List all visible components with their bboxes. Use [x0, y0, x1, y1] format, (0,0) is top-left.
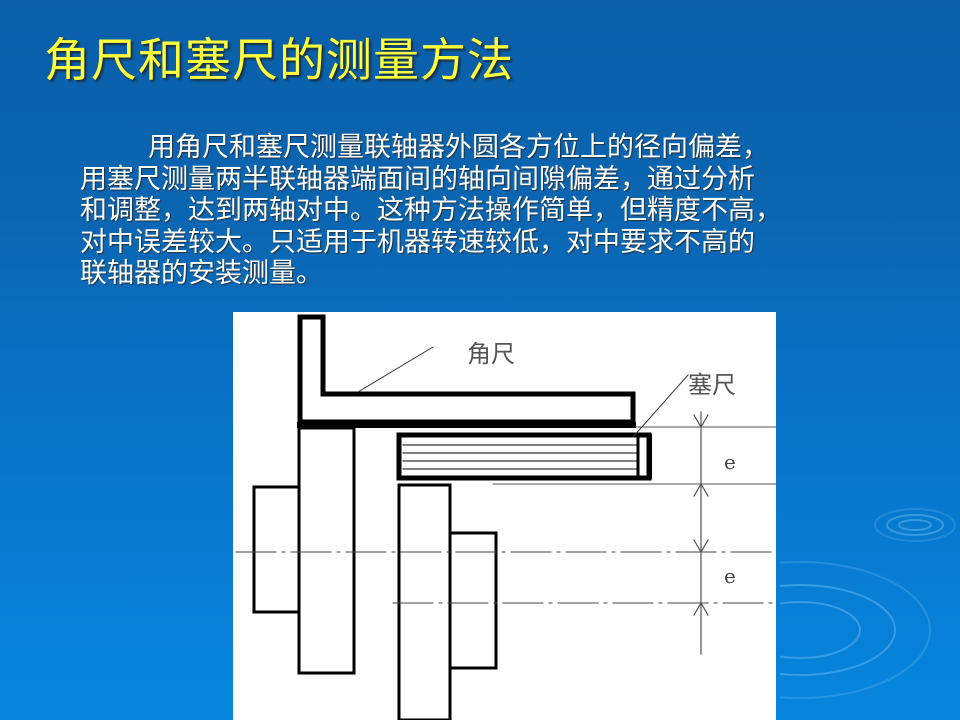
coupling-alignment-diagram: 角尺 塞尺 e e: [233, 312, 776, 720]
body-line: 和调整，达到两轴对中。这种方法操作简单，但精度不高，: [80, 195, 782, 226]
slide-title: 角尺和塞尺的测量方法: [44, 33, 514, 87]
label-offset-e-bottom: e: [724, 564, 736, 588]
water-ripple-decoration: [780, 508, 956, 699]
body-line: 用角尺和塞尺测量联轴器外圆各方位上的径向偏差，: [148, 132, 769, 163]
body-line: 联轴器的安装测量。: [80, 258, 323, 289]
label-offset-e-top: e: [724, 450, 736, 474]
body-line: 用塞尺测量两半联轴器端面间的轴向间隙偏差，通过分析: [80, 163, 755, 195]
body-line: 对中误差较大。只适用于机器转速较低，对中要求不高的: [80, 226, 755, 258]
body-paragraph: 用角尺和塞尺测量联轴器外圆各方位上的径向偏差， 用塞尺测量两半联轴器端面间的轴向…: [80, 132, 900, 290]
label-square: 角尺: [467, 340, 515, 368]
label-feeler-gauge: 塞尺: [688, 371, 736, 399]
diagram-drawing: [235, 314, 776, 720]
